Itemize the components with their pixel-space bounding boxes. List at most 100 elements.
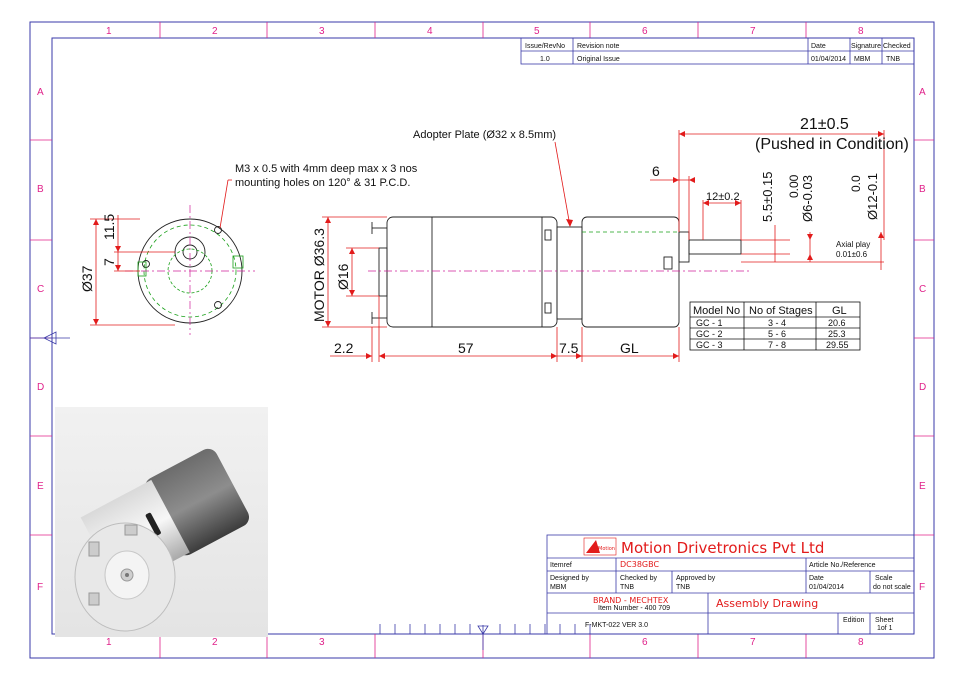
designed-value: MBM xyxy=(550,584,567,591)
revision-table: Issue/RevNo Revision note Date Signature… xyxy=(520,37,915,65)
company-logo-mark xyxy=(586,540,600,553)
zone-row-c-right: C xyxy=(919,284,926,295)
dim-d6-shaft-tol: 0.00 xyxy=(787,174,801,198)
mounting-hole-3 xyxy=(214,301,222,309)
title-block: Motion Motion Drivetronics Pvt Ltd Itemr… xyxy=(546,534,915,635)
note-mounting-holes-1: M3 x 0.5 with 4mm deep max x 3 nos xyxy=(235,163,418,175)
product-photo xyxy=(55,407,268,637)
dim-gl: GL xyxy=(620,340,639,356)
approved-value: TNB xyxy=(676,584,690,591)
dim-d2-2: 2.2 xyxy=(334,340,354,356)
dim-d7: 7 xyxy=(101,258,117,266)
company-name: Motion Drivetronics Pvt Ltd xyxy=(621,539,824,557)
dim-d12-shaft-tol: 0.0 xyxy=(849,175,863,192)
zone-column-labels-top: 1 2 3 4 5 6 7 8 xyxy=(106,26,864,37)
gl-row3-stages: 7 - 8 xyxy=(768,340,786,350)
zone-col-1: 1 xyxy=(106,26,112,37)
front-view xyxy=(125,205,255,335)
checked-label: Checked by xyxy=(620,575,657,582)
dim-d5-5: 5.5±0.15 xyxy=(760,171,775,222)
scale-label: Scale xyxy=(875,575,893,582)
gearbox-screw xyxy=(663,256,673,270)
gl-row2-model: GC - 2 xyxy=(696,329,723,339)
front-view-terminal-left xyxy=(137,261,147,277)
rev-cell-checked: TNB xyxy=(886,56,900,63)
sheet-value: 1of 1 xyxy=(877,625,893,632)
zone-row-labels-left: A B C D E F xyxy=(37,87,44,593)
rev-header-date: Date xyxy=(811,43,826,50)
brand: BRAND - MECHTEX xyxy=(593,596,669,605)
zone-col-1-bottom: 1 xyxy=(106,637,112,648)
front-view-terminal xyxy=(232,255,244,269)
gearbox xyxy=(581,216,680,328)
zone-col-3-bottom: 3 xyxy=(319,637,325,648)
zone-row-b: B xyxy=(37,184,44,195)
front-view-dimensions: Ø37 7 11.5 xyxy=(79,214,175,326)
approved-label: Approved by xyxy=(676,575,716,582)
dim-d21: 21±0.5 xyxy=(800,116,849,133)
dim-d57: 57 xyxy=(458,340,474,356)
rear-boss xyxy=(378,247,388,297)
gl-row2-gl: 25.3 xyxy=(828,329,846,339)
zone-col-7-bottom: 7 xyxy=(750,637,756,648)
gl-row1-gl: 20.6 xyxy=(828,318,846,328)
note-adopter-plate: Adopter Plate (Ø32 x 8.5mm) xyxy=(413,129,556,141)
dim-d12-shaft: Ø12-0.1 xyxy=(865,173,880,220)
zone-row-labels-right: A B C D E F xyxy=(919,87,926,593)
checked-value: TNB xyxy=(620,584,634,591)
gl-row1-model: GC - 1 xyxy=(696,318,723,328)
rev-header-signature: Signature xyxy=(851,43,881,50)
rev-header-note: Revision note xyxy=(577,43,620,50)
rev-cell-issue: 1.0 xyxy=(540,56,550,63)
motor-vent-1 xyxy=(544,229,552,241)
side-view xyxy=(368,216,750,328)
zone-col-2-bottom: 2 xyxy=(212,637,218,648)
zone-col-8-bottom: 8 xyxy=(858,637,864,648)
itemref-label: Itemref xyxy=(550,562,572,569)
output-shaft xyxy=(688,239,742,255)
date-value: 01/04/2014 xyxy=(809,584,844,591)
gl-header-gl: GL xyxy=(832,305,847,317)
product-photo-illustration xyxy=(74,448,250,632)
brand-sub: Item Number - 400 709 xyxy=(598,605,670,612)
zone-col-5: 5 xyxy=(534,26,540,37)
zone-row-d: D xyxy=(37,382,44,393)
dim-d6-shaft: Ø6-0.03 xyxy=(800,175,815,222)
dim-d37: Ø37 xyxy=(79,265,95,292)
dim-d11-5: 11.5 xyxy=(101,214,117,240)
article-label: Article No./Reference xyxy=(809,562,876,569)
drawing-type: Assembly Drawing xyxy=(716,597,818,610)
gl-row1-stages: 3 - 4 xyxy=(768,318,786,328)
zone-ticks xyxy=(30,22,934,658)
zone-col-2: 2 xyxy=(212,26,218,37)
note-axial-play-2: 0.01±0.6 xyxy=(836,250,868,259)
dim-d16: Ø16 xyxy=(335,263,351,290)
motor-vent-2 xyxy=(544,302,552,314)
zone-row-f-right: F xyxy=(919,582,925,593)
gl-row3-model: GC - 3 xyxy=(696,340,723,350)
form-number: F-MKT-022 VER 3.0 xyxy=(585,622,648,629)
leader-adopter xyxy=(554,141,571,227)
shaft-dimensions: 21±0.5 (Pushed in Condition) 6 12±0.2 5.… xyxy=(650,116,909,270)
outer-frame xyxy=(29,21,935,659)
dim-d6: 6 xyxy=(652,163,660,179)
note-mounting-holes-2: mounting holes on 120° & 31 P.C.D. xyxy=(235,177,410,189)
zone-col-8: 8 xyxy=(858,26,864,37)
gl-row3-gl: 29.55 xyxy=(826,340,849,350)
note-axial-play-1: Axial play xyxy=(836,240,870,249)
zone-col-4: 4 xyxy=(427,26,433,37)
company-logo-text: Motion xyxy=(598,546,615,552)
zone-row-a-right: A xyxy=(919,87,926,98)
gl-table: Model No No of Stages GL GC - 1 3 - 4 20… xyxy=(689,301,861,351)
rev-cell-signature: MBM xyxy=(854,56,871,63)
zone-row-d-right: D xyxy=(919,382,926,393)
dim-pushed: (Pushed in Condition) xyxy=(755,136,909,153)
sheet-label: Sheet xyxy=(875,617,893,624)
zone-col-7: 7 xyxy=(750,26,756,37)
rev-header-issue: Issue/RevNo xyxy=(525,43,565,50)
dim-motor-d36-3: MOTOR Ø36.3 xyxy=(311,228,327,322)
gl-row2-stages: 5 - 6 xyxy=(768,329,786,339)
date-label: Date xyxy=(809,575,824,582)
leader-mounting-arm xyxy=(219,179,229,229)
